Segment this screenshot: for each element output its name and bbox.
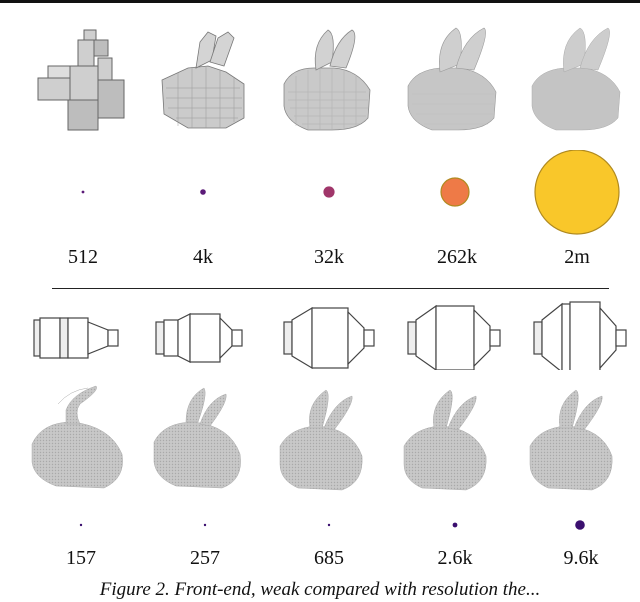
- top-label-5: 2m: [564, 246, 590, 268]
- top-dot-1: [81, 190, 85, 194]
- figure-caption: Figure 2. Front-end, weak compared with …: [99, 579, 541, 600]
- architecture-diagrams: [33, 301, 627, 375]
- top-label-4: 262k: [437, 246, 477, 268]
- top-dots-svg: [81, 149, 620, 235]
- top-dot-5: [534, 149, 620, 235]
- bottom-label-2: 257: [190, 547, 220, 569]
- top-label-3: 32k: [314, 246, 344, 268]
- voxel-bunny-512: [28, 18, 138, 138]
- pointcloud-bunny-row: [0, 382, 640, 502]
- row-divider: [52, 288, 609, 289]
- top-label-1: 512: [68, 246, 98, 268]
- bottom-label-3: 685: [314, 547, 344, 569]
- top-rule: [0, 0, 640, 3]
- top-label-2: 4k: [193, 246, 213, 268]
- top-dot-4: [440, 177, 470, 207]
- bottom-dot-5: [575, 520, 585, 530]
- bottom-label-4: 2.6k: [437, 547, 473, 569]
- bottom-dots-svg: [79, 520, 585, 530]
- bottom-dot-row: [0, 512, 640, 538]
- bottom-dot-4: [452, 522, 458, 528]
- bottom-label-1: 157: [66, 547, 96, 569]
- voxel-bunny-2m: [522, 18, 632, 138]
- architecture-row: [0, 300, 640, 375]
- voxel-bunny-262k: [398, 18, 508, 138]
- top-dot-3: [323, 186, 335, 198]
- pointcloud-bunnies: [31, 385, 613, 491]
- voxel-bunny-32k: [272, 18, 382, 138]
- top-dot-2: [200, 189, 206, 195]
- voxel-bunny-row: [0, 18, 640, 138]
- top-dot-row: [0, 149, 640, 240]
- bottom-dot-2: [203, 523, 207, 527]
- bottom-label-5: 9.6k: [563, 547, 599, 569]
- bottom-dot-1: [79, 523, 83, 527]
- bottom-dot-3: [327, 523, 331, 527]
- voxel-bunny-4k: [148, 18, 258, 138]
